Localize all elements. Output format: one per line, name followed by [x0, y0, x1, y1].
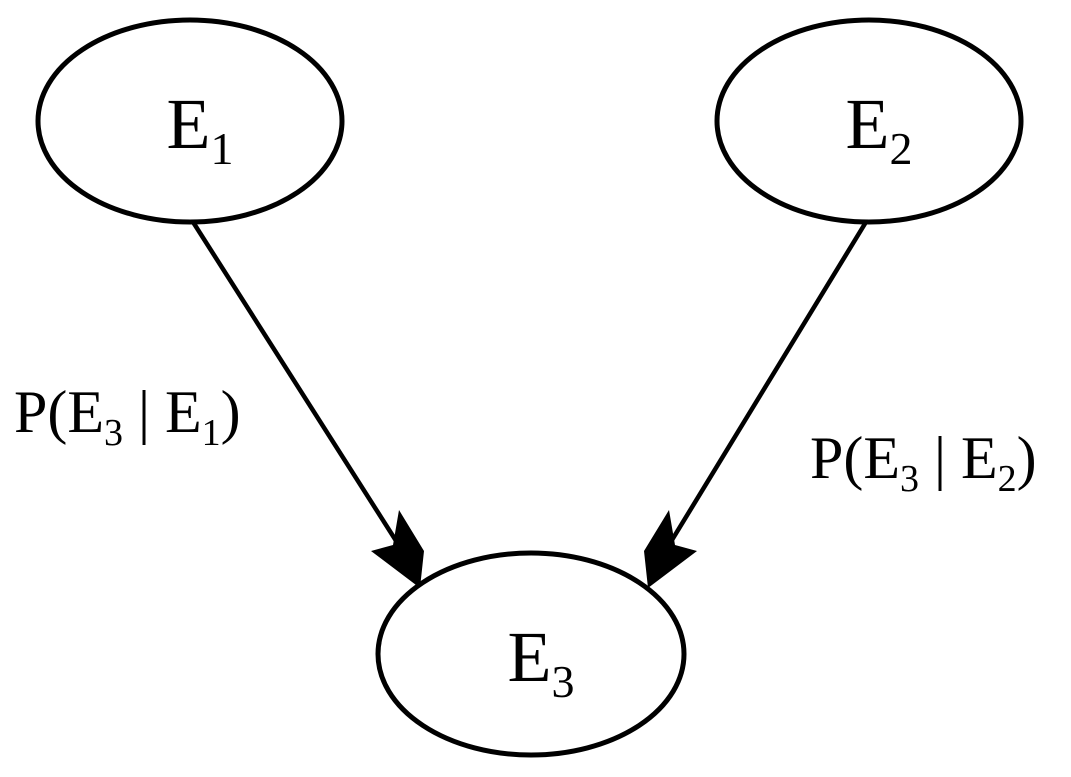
node-e1-subscript: 1 — [210, 123, 233, 174]
node-e2-label: E2 — [846, 84, 913, 174]
node-e2-subscript: 2 — [889, 123, 912, 174]
node-e3-subscript: 3 — [551, 656, 574, 707]
arrowhead-e2-e3 — [644, 510, 697, 588]
node-e1[interactable]: E1 — [35, 17, 345, 225]
node-e1-base: E — [167, 84, 211, 164]
arrowhead-e1-e3 — [371, 510, 424, 588]
edge-label-e1-e3-prefix: P(E — [14, 379, 104, 445]
edge-label-e1-e3-suffix: ) — [221, 379, 241, 445]
node-e3-ellipse — [375, 550, 687, 758]
edge-label-e1-e3: P(E3 | E1) — [14, 379, 241, 454]
edge-e2-to-e3[interactable] — [644, 220, 868, 588]
node-e2[interactable]: E2 — [714, 17, 1024, 225]
edge-label-e2-e3-prefix: P(E — [810, 425, 900, 491]
edge-label-e1-e3-sub2: 1 — [202, 412, 221, 454]
edge-label-e1-e3-middle: | E — [123, 379, 202, 445]
edge-line-e2-e3 — [659, 220, 868, 560]
edge-label-e2-e3-sub1: 3 — [900, 458, 919, 500]
edge-label-e2-e3: P(E3 | E2) — [810, 425, 1037, 500]
node-e3-base: E — [508, 617, 552, 697]
edge-line-e1-e3 — [191, 220, 409, 560]
edge-label-e1-e3-sub1: 3 — [104, 412, 123, 454]
edge-label-e2-e3-sub2: 2 — [998, 458, 1017, 500]
edge-e1-to-e3[interactable] — [191, 220, 424, 588]
node-e3[interactable]: E3 — [375, 550, 687, 758]
edge-label-e2-e3-suffix: ) — [1017, 425, 1037, 491]
node-e1-label: E1 — [167, 84, 234, 174]
edge-label-e2-e3-middle: | E — [919, 425, 998, 491]
node-e2-base: E — [846, 84, 890, 164]
node-e1-ellipse — [35, 17, 345, 225]
node-e3-label: E3 — [508, 617, 575, 707]
node-e2-ellipse — [714, 17, 1024, 225]
